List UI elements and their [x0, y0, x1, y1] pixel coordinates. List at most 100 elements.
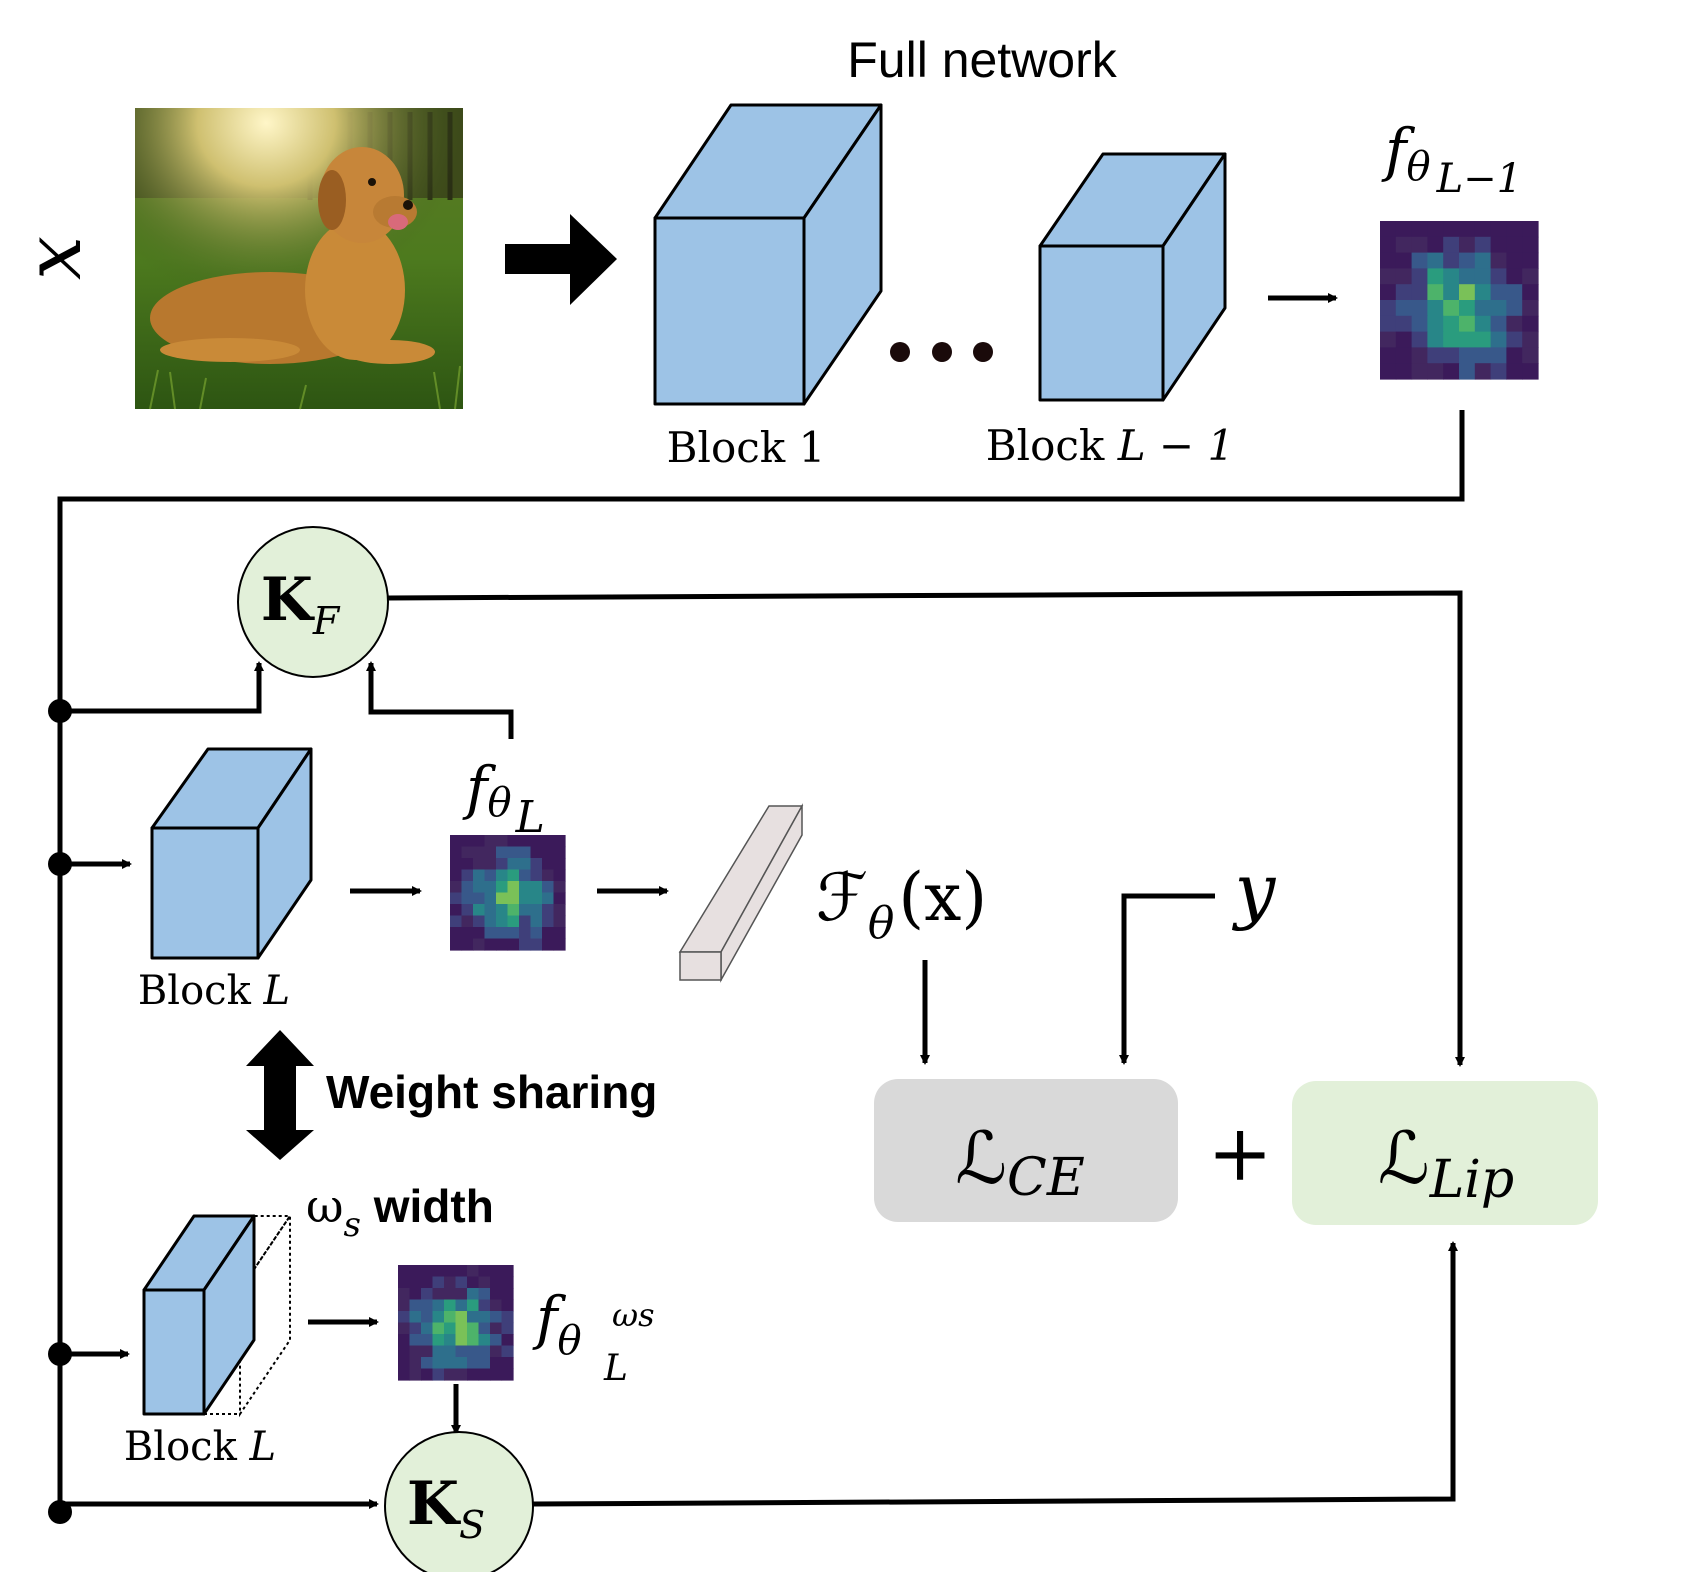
- feature-map-cell: [542, 835, 555, 848]
- feature-map-cell: [519, 915, 532, 928]
- feature-map-cell: [496, 938, 509, 951]
- feature-map-cell: [450, 927, 463, 940]
- feature-map-cell: [450, 892, 463, 905]
- feature-map-cell: [1506, 300, 1523, 317]
- feature-map-cell: [398, 1357, 411, 1370]
- svg-text:KF: KF: [261, 565, 341, 643]
- feature-map-cell: [542, 927, 555, 940]
- feature-map-cell: [450, 881, 463, 894]
- feature-map-cell: [461, 881, 474, 894]
- feature-map-cell: [553, 915, 566, 928]
- trunk-connector: [57, 410, 1465, 1512]
- feature-map-cell: [444, 1299, 457, 1312]
- feature-map-cell: [1490, 268, 1507, 285]
- arrow-y-to-lce: [1119, 893, 1215, 1065]
- block-l-small-label: Block L: [124, 1424, 276, 1470]
- block-l-minus-1-cube: [1038, 152, 1227, 402]
- feature-map-cell: [450, 858, 463, 871]
- feature-map-cell: [1411, 300, 1428, 317]
- feature-map-cell: [490, 1345, 503, 1358]
- feature-map-cell: [1427, 236, 1444, 254]
- feature-map-cell: [1459, 284, 1476, 301]
- feature-map-cell: [501, 1368, 514, 1381]
- feature-map-cell: [1522, 252, 1539, 269]
- feature-map-cell: [444, 1265, 457, 1278]
- feature-map-cell: [490, 1276, 503, 1289]
- feature-map-cell: [507, 858, 520, 871]
- feature-map-cell: [1490, 284, 1507, 301]
- feature-map-cell: [507, 892, 520, 905]
- feature-map-cell: [1380, 331, 1397, 348]
- feature-map-cell: [542, 869, 555, 882]
- feature-map-cell: [553, 904, 566, 917]
- feature-map-cell: [461, 892, 474, 905]
- feature-map-cell: [1395, 252, 1413, 269]
- feature-map-cell: [490, 1288, 503, 1301]
- feature-map-cell: [496, 846, 509, 859]
- feature-map-cell: [467, 1345, 480, 1358]
- feature-map-cell: [1427, 300, 1444, 317]
- feature-map-cell: [553, 938, 566, 951]
- big-forward-arrow: [505, 214, 617, 305]
- block-l-small-cube: [142, 1212, 292, 1418]
- feature-map-cell: [496, 869, 509, 882]
- feature-map-cell: [1459, 363, 1476, 380]
- feature-map-cell: [467, 1265, 480, 1278]
- feature-map-cell: [461, 927, 474, 940]
- feature-map-cell: [1459, 236, 1476, 254]
- feature-map-cell: [467, 1322, 480, 1335]
- feature-map-cell: [501, 1322, 514, 1335]
- feature-map-cell: [542, 904, 555, 917]
- feature-map-cell: [519, 846, 532, 859]
- feature-map-cell: [553, 881, 566, 894]
- feature-map-cell: [421, 1299, 434, 1312]
- feature-map-cell: [1380, 363, 1397, 380]
- feature-map-cell: [542, 881, 555, 894]
- feature-map-cell: [1427, 363, 1444, 380]
- feature-map-cell: [496, 892, 509, 905]
- arrow-feature-l-to-kf: [366, 661, 514, 739]
- feature-map-cell: [490, 1299, 503, 1312]
- block-l-label: Block L: [138, 968, 290, 1014]
- feature-map-cell: [484, 927, 497, 940]
- feature-map-cell: [496, 915, 509, 928]
- feature-map-cell: [1459, 268, 1476, 285]
- feature-map-cell: [455, 1311, 468, 1324]
- feature-map-cell: [1506, 331, 1523, 348]
- feature-map-cell: [1459, 221, 1476, 238]
- feature-map-cell: [409, 1345, 422, 1358]
- feature-map-cell: [1506, 363, 1523, 380]
- feature-map-cell: [501, 1288, 514, 1301]
- feature-map-cell: [496, 927, 509, 940]
- feature-l-label: fθL: [462, 754, 545, 843]
- weight-sharing-arrow: [246, 1030, 314, 1160]
- svg-text:ℒLip: ℒLip: [1378, 1116, 1514, 1210]
- feature-map-cell: [409, 1299, 422, 1312]
- arrow-kf-to-llip: [387, 590, 1465, 1067]
- feature-map-cell: [507, 938, 520, 951]
- feature-map-cell: [461, 869, 474, 882]
- feature-map-cell: [467, 1334, 480, 1347]
- feature-map-cell: [530, 915, 543, 928]
- feature-map-cell: [553, 869, 566, 882]
- feature-map-cell: [478, 1322, 491, 1335]
- feature-map-cell: [461, 915, 474, 928]
- feature-map-cell: [496, 904, 509, 917]
- feature-map-cell: [444, 1345, 457, 1358]
- feature-map-cell: [501, 1276, 514, 1289]
- feature-map-cell: [473, 904, 486, 917]
- feature-map-cell: [1459, 315, 1476, 333]
- feature-map-cell: [1443, 363, 1460, 380]
- feature-map-cell: [409, 1276, 422, 1289]
- feature-map-cell: [1411, 268, 1428, 285]
- feature-map-cell: [1522, 331, 1539, 348]
- feature-map-cell: [467, 1368, 480, 1381]
- feature-map-cell: [1506, 236, 1523, 254]
- feature-map-cell: [1411, 252, 1428, 269]
- loss-plus-sign: +: [1207, 1109, 1272, 1199]
- feature-map-cell: [1380, 347, 1397, 364]
- feature-map-cell: [432, 1357, 445, 1370]
- feature-map-cell: [1459, 347, 1476, 364]
- feature-map-cell: [530, 869, 543, 882]
- feature-map-cell: [484, 858, 497, 871]
